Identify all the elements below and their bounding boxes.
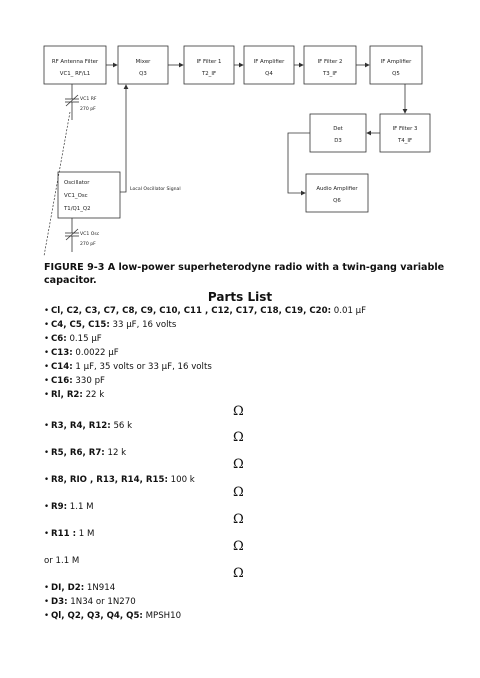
svg-text:T1/Q1_Q2: T1/Q1_Q2 (63, 206, 91, 212)
part-line: •Ql, Q2, Q3, Q4, Q5: MPSH10 (44, 611, 182, 621)
svg-text:Q4: Q4 (265, 71, 273, 77)
part-line: •C16: 330 pF (44, 376, 105, 386)
svg-text:IF Filter 3: IF Filter 3 (393, 126, 418, 132)
part-line: •R8, RIO , R13, R14, R15: 100 k (44, 475, 195, 485)
svg-text:T2_IF: T2_IF (201, 71, 216, 77)
part-line: •DI, D2: 1N914 (44, 583, 116, 593)
block-if-filter-2: IF Filter 2 T3_IF (303, 45, 357, 85)
svg-text:Det: Det (333, 126, 343, 132)
block-if-amplifier-1: IF Amplifier Q4 (243, 45, 295, 85)
part-line: •R9: 1.1 M (44, 502, 94, 512)
omega-symbol: Ω (233, 404, 244, 419)
svg-text:VC1 RF: VC1 RF (80, 96, 97, 102)
part-line: •R3, R4, R12: 56 k (44, 421, 133, 431)
block-if-filter-1: IF Filter 1 T2_IF (183, 45, 235, 85)
part-line: •C4, C5, C15: 33 µF, 16 volts (44, 320, 177, 330)
svg-text:IF Filter 1: IF Filter 1 (197, 59, 222, 65)
part-line: •Rl, R2: 22 k (44, 390, 105, 400)
block-det: Det D3 (309, 113, 367, 153)
figure-caption: FIGURE 9-3 A low-power superheterodyne r… (44, 262, 445, 286)
svg-text:VC1 Osc: VC1 Osc (80, 231, 100, 237)
svg-text:D3: D3 (334, 138, 342, 144)
omega-symbol: Ω (233, 566, 244, 581)
parts-list-title: Parts List (207, 290, 273, 304)
part-line: •C6: 0.15 µF (44, 334, 102, 344)
block-if-filter-3: IF Filter 3 T4_IF (379, 113, 431, 153)
svg-text:VC1_Osc: VC1_Osc (64, 193, 88, 199)
local-oscillator-signal-label: Local Oscillator Signal (130, 186, 181, 192)
block-oscillator: Oscillator VC1_Osc T1/Q1_Q2 (57, 171, 121, 219)
part-line: •D3: 1N34 or 1N270 (44, 597, 136, 607)
svg-text:T3_IF: T3_IF (322, 71, 337, 77)
part-line: •Cl, C2, C3, C7, C8, C9, C10, C11 , C12,… (44, 306, 367, 316)
block-if-amplifier-2: IF Amplifier Q5 (369, 45, 423, 85)
svg-text:Audio Amplifier: Audio Amplifier (316, 186, 358, 192)
svg-text:Oscillator: Oscillator (64, 180, 90, 186)
svg-text:IF Amplifier: IF Amplifier (254, 59, 285, 65)
svg-text:IF Filter 2: IF Filter 2 (318, 59, 343, 65)
svg-text:Mixer: Mixer (136, 59, 151, 65)
part-line: •R5, R6, R7: 12 k (44, 448, 127, 458)
vc1-rf-capacitor: VC1 RF 270 pF (65, 84, 97, 120)
block-diagram: RF Antenna Filter VC1_ RF/L1 Mixer Q3 IF… (43, 45, 431, 257)
block-rf-antenna-filter: RF Antenna Filter VC1_ RF/L1 (43, 45, 107, 85)
omega-symbol: Ω (233, 485, 244, 500)
part-line: •C13: 0.0022 µF (44, 348, 119, 358)
part-line: •C14: 1 µF, 35 volts or 33 µF, 16 volts (44, 362, 212, 372)
svg-text:Q6: Q6 (333, 198, 341, 204)
svg-text:T4_IF: T4_IF (397, 138, 412, 144)
omega-symbol: Ω (233, 457, 244, 472)
part-line: or 1.1 M (44, 556, 80, 566)
svg-text:270 pF: 270 pF (80, 241, 96, 247)
omega-symbol: Ω (233, 512, 244, 527)
svg-text:IF Amplifier: IF Amplifier (381, 59, 412, 65)
svg-text:270 pF: 270 pF (80, 106, 96, 112)
svg-text:Q5: Q5 (392, 71, 400, 77)
block-audio-amplifier: Audio Amplifier Q6 (305, 173, 369, 213)
vc1-osc-capacitor: VC1 Osc 270 pF (65, 218, 100, 252)
svg-text:Q3: Q3 (139, 71, 147, 77)
omega-symbol: Ω (233, 539, 244, 554)
block-mixer: Mixer Q3 (117, 45, 169, 85)
svg-text:RF Antenna Filter: RF Antenna Filter (52, 59, 99, 65)
svg-text:VC1_ RF/L1: VC1_ RF/L1 (60, 71, 90, 77)
omega-symbol: Ω (233, 430, 244, 445)
part-line: •R11 : 1 M (44, 529, 95, 539)
